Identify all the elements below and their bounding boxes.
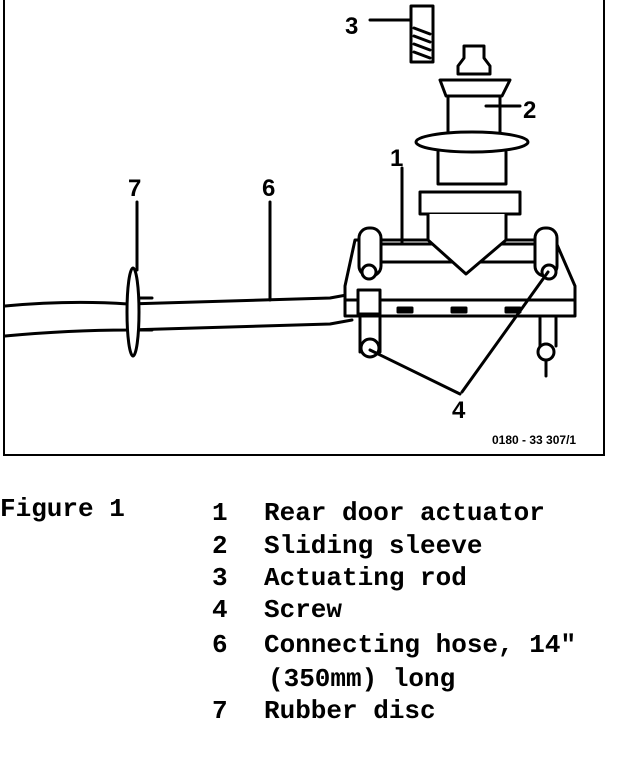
leader-4b: [460, 270, 550, 394]
legend-number: 2: [212, 531, 228, 561]
rubber-disc: [125, 266, 141, 358]
connecting-hose: [3, 292, 354, 308]
callout-1: 1: [390, 145, 403, 172]
legend-text: Rear door actuator: [264, 498, 545, 528]
callout-4: 4: [452, 397, 466, 424]
callout-7: 7: [128, 175, 141, 202]
leader-4a: [368, 348, 462, 396]
actuator-illustration: 3 2 1 6 7 4 0180 - 33 307/1: [3, 4, 577, 447]
legend-number: 1: [212, 498, 228, 528]
figure-frame: [3, 0, 605, 456]
legend-number: 6: [212, 630, 228, 660]
legend-text: Sliding sleeve: [264, 531, 483, 561]
legend-text: Actuating rod: [264, 563, 467, 593]
actuator-body: [343, 226, 577, 378]
callout-3: 3: [345, 13, 358, 40]
legend-number: 7: [212, 696, 228, 726]
sliding-sleeve: [414, 44, 530, 276]
legend-text: Rubber disc: [264, 696, 436, 726]
legend-number: 4: [212, 595, 228, 625]
legend-text: Screw: [264, 595, 343, 625]
figure-label: Figure 1: [0, 494, 125, 524]
legend-text-continued: (350mm) long: [268, 664, 456, 694]
figure-code: 0180 - 33 307/1: [492, 433, 576, 447]
callout-2: 2: [523, 97, 536, 124]
legend-text: Connecting hose, 14": [264, 630, 577, 660]
legend-number: 3: [212, 563, 228, 593]
actuating-rod: [409, 4, 435, 64]
callout-6: 6: [262, 175, 275, 202]
